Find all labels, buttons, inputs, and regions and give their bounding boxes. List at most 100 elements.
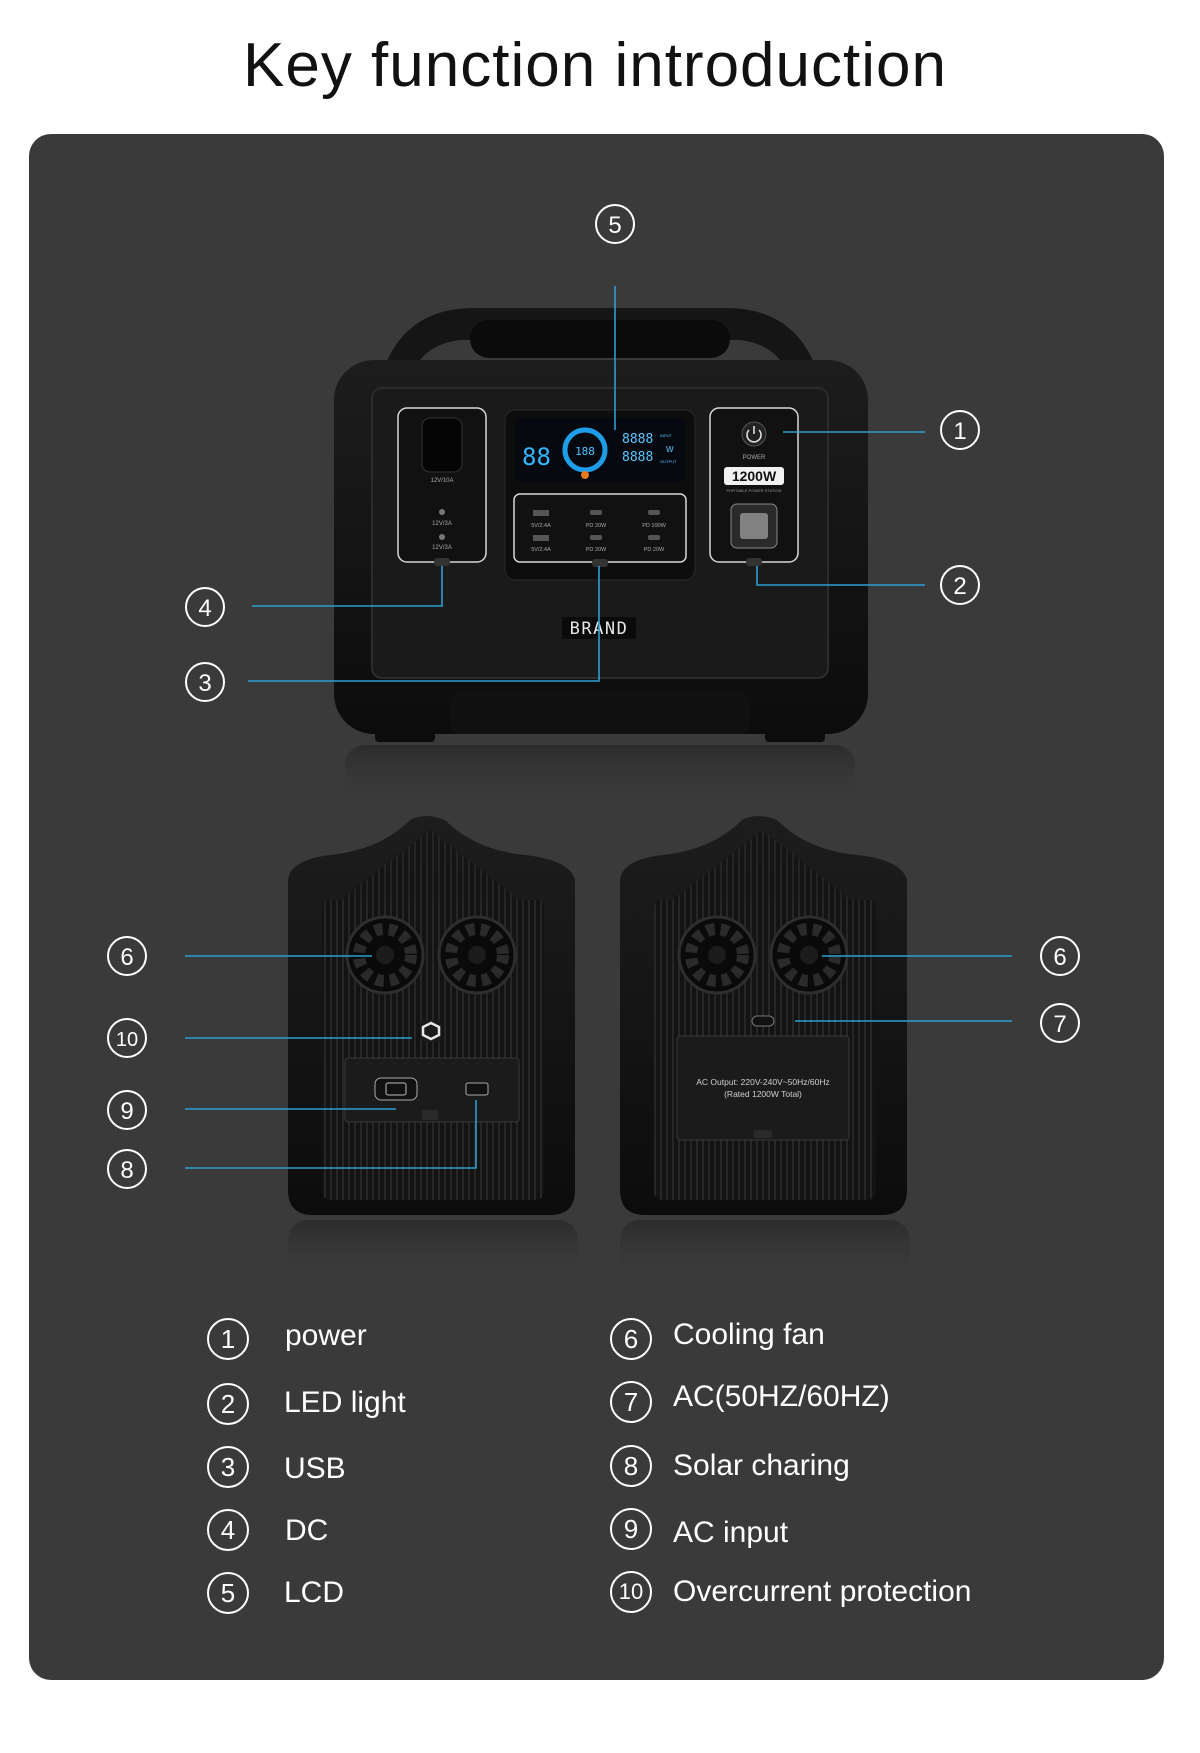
power-label: POWER (743, 455, 766, 461)
front-device-handle-grip (470, 320, 730, 358)
callout-marker-4 (185, 587, 225, 627)
legend-number-7: 7 (610, 1381, 652, 1423)
back-left-cover-latch (422, 1110, 438, 1120)
lcd-warning-icon (581, 471, 589, 479)
legend-number-10: 10 (610, 1571, 652, 1613)
dc-label-3: 12V/3A (432, 545, 452, 551)
legend-number-1: 1 (207, 1318, 249, 1360)
legend-label-power: power (285, 1319, 367, 1352)
lcd-input-label: INPUT (660, 433, 673, 438)
legend-label-usb: USB (284, 1452, 346, 1485)
front-device-foot-left (375, 730, 435, 742)
wattage-badge (724, 467, 784, 485)
callout-marker-2 (940, 565, 980, 605)
legend-label-ac-input: AC input (673, 1516, 789, 1549)
legend-number-6: 6 (610, 1318, 652, 1360)
usb-c-port-3 (590, 535, 602, 540)
back-device-right: AC Output: 220V-240V~50Hz/60Hz (Rated 12… (620, 816, 910, 1280)
usb-label-6: PD 20W (644, 547, 665, 553)
legend-label-solar-charing: Solar charing (673, 1449, 850, 1482)
led-lens (740, 513, 768, 539)
legend-label-ac: AC(50HZ/60HZ) (673, 1380, 890, 1413)
callout-number-6-left: 6 (120, 944, 133, 971)
ac-output-cover (676, 1035, 850, 1141)
legend-label-led-light: LED light (284, 1386, 406, 1419)
overcurrent-protector-cap (421, 1021, 441, 1041)
front-device-base (450, 690, 750, 734)
legend-number-2: 2 (207, 1383, 249, 1425)
lcd-input-digits: 8888 (622, 432, 653, 447)
usb-label-5: PD 20W (586, 547, 607, 553)
callout-marker-5 (595, 204, 635, 244)
callout-number-5: 5 (608, 212, 621, 239)
back-left-fan-2 (437, 915, 517, 995)
usb-label-3: PD 100W (642, 523, 666, 529)
callout-number-2: 2 (953, 573, 966, 600)
legend-label-cooling-fan: Cooling fan (673, 1318, 825, 1351)
callout-marker-9 (107, 1090, 147, 1130)
back-left-fan-1 (345, 915, 425, 995)
usb-c-port-4 (648, 535, 660, 540)
lcd-center-digits: 188 (575, 445, 595, 458)
callout-number-3: 3 (198, 670, 211, 697)
ac-output-rating: (Rated 1200W Total) (724, 1089, 802, 1099)
led-button (746, 558, 762, 566)
ac-output-switch (751, 1015, 775, 1027)
callout-number-10: 10 (116, 1029, 138, 1051)
callout-line-4 (252, 566, 443, 607)
legend-number-9: 9 (610, 1508, 652, 1550)
legend-number-4: 4 (207, 1509, 249, 1551)
back-right-top-vent (672, 830, 852, 900)
callout-marker-6-right (1040, 936, 1080, 976)
callout-number-8: 8 (120, 1157, 133, 1184)
callout-line-3 (248, 566, 600, 682)
callout-markers (107, 204, 1080, 1189)
back-left-reflection (288, 1220, 578, 1280)
lcd-battery-ring (562, 427, 608, 473)
lcd-left-digits: 88 (522, 443, 551, 471)
callout-number-9: 9 (120, 1098, 133, 1125)
page-title: Key function introduction (243, 31, 947, 100)
lcd-screen (515, 418, 685, 482)
legend-number-8: 8 (610, 1445, 652, 1487)
lcd-output-label: OUTPUT (660, 459, 677, 464)
back-right-reflection (620, 1220, 910, 1280)
callout-number-4: 4 (198, 595, 211, 622)
callout-marker-8 (107, 1149, 147, 1189)
usb-label-2: PD 20W (586, 523, 607, 529)
callout-number-1: 1 (953, 418, 966, 445)
callout-number-6-right: 6 (1053, 944, 1066, 971)
usb-button (592, 559, 608, 567)
ac-output-cover-latch (754, 1130, 772, 1138)
callout-marker-6-left (107, 936, 147, 976)
callout-numbers: 5 1 2 4 3 6 6 7 10 9 8 (116, 212, 1067, 1184)
usb-c-port-1 (590, 510, 602, 515)
front-device-reflection (345, 745, 855, 805)
callout-line-8 (185, 1100, 477, 1169)
callout-marker-3 (185, 662, 225, 702)
callout-marker-10 (107, 1018, 147, 1058)
front-device: 12V/10A 12V/3A 12V/3A 88 188 8888 8888 I… (334, 308, 868, 805)
back-right-fan-2 (769, 915, 849, 995)
back-left-top-vent (340, 830, 520, 900)
back-device-left (288, 816, 578, 1280)
solar-input-port (465, 1082, 489, 1096)
ac-input-socket (374, 1077, 418, 1101)
dc-port-2 (439, 534, 445, 540)
usb-a-port-1 (533, 510, 549, 516)
back-right-fan-1 (677, 915, 757, 995)
usb-c-port-2 (648, 510, 660, 515)
power-icon (746, 426, 762, 443)
front-device-foot-right (765, 730, 825, 742)
callout-number-7: 7 (1053, 1011, 1066, 1038)
ac-input-socket-inner (385, 1082, 407, 1096)
callout-lines (185, 286, 1012, 1169)
dc-label-2: 12V/3A (432, 521, 452, 527)
usb-label-1: 5V/2.4A (531, 523, 551, 529)
legend-label-lcd: LCD (284, 1576, 345, 1609)
callout-line-2 (756, 566, 925, 586)
usb-ports (533, 510, 660, 541)
legend-label-overcurrent-protection: Overcurrent protection (673, 1575, 972, 1608)
usb-a-port-2 (533, 535, 549, 541)
